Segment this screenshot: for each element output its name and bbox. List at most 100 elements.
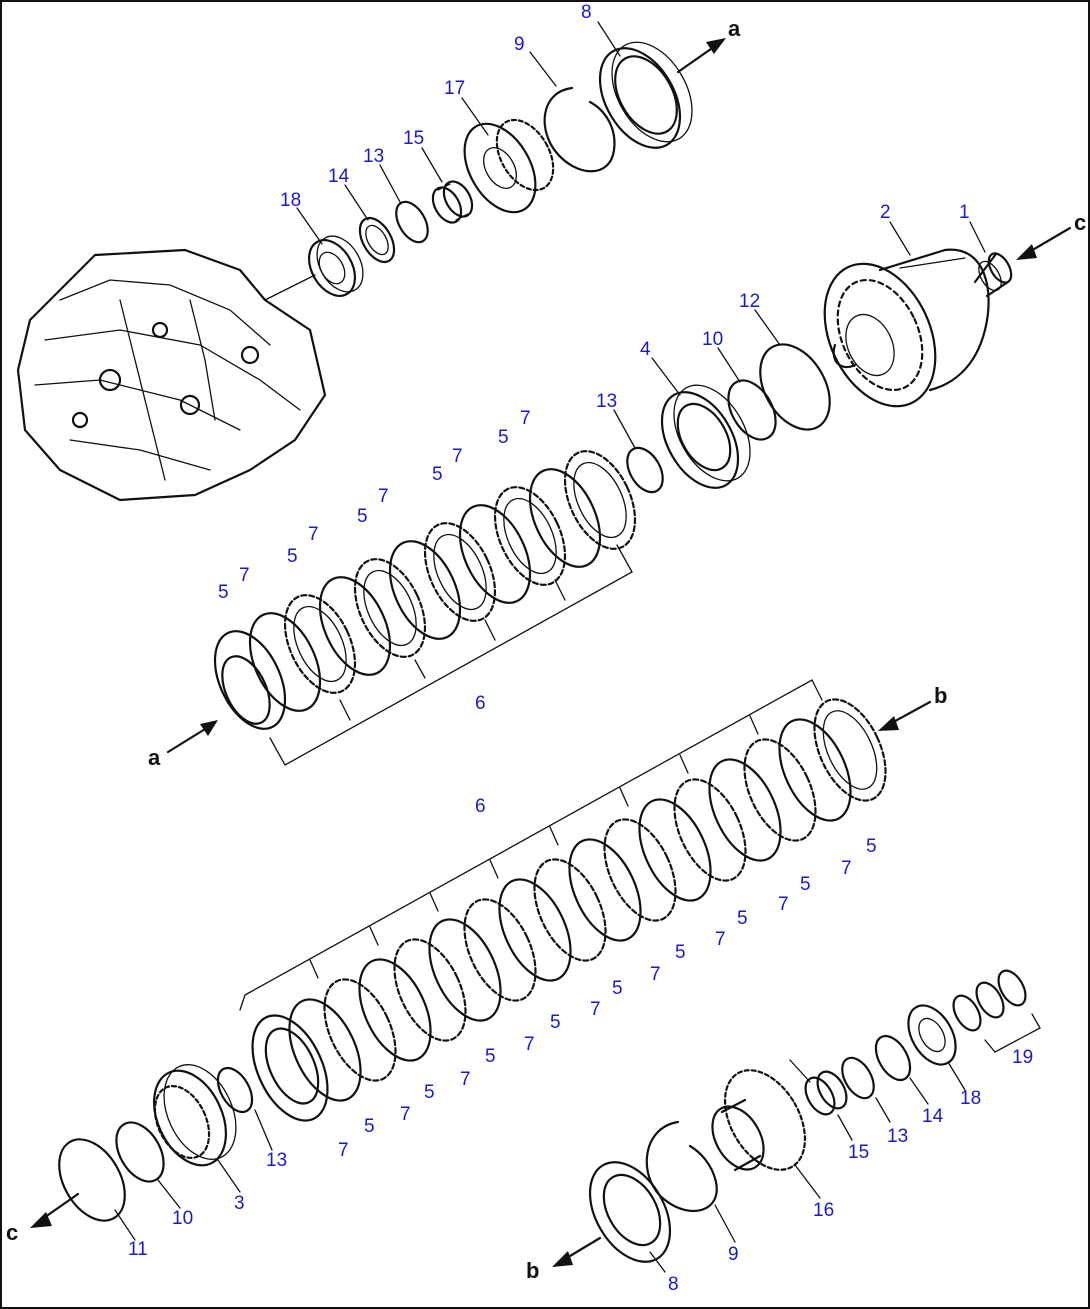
- part-16-gear: [711, 1069, 807, 1172]
- label-7-l2: 7: [778, 894, 789, 915]
- label-7-u3: 7: [378, 486, 389, 507]
- label-13-top: 13: [363, 146, 384, 167]
- label-13-bottom: 13: [266, 1150, 287, 1171]
- part-12-snap-ring: [759, 343, 831, 431]
- part-14-washer: [358, 216, 396, 264]
- label-14-bottom: 14: [922, 1106, 944, 1127]
- part-4-piston: [660, 384, 751, 489]
- label-2: 2: [880, 202, 891, 223]
- part-8-disc-bottom: [588, 1161, 672, 1263]
- label-11: 11: [128, 1239, 148, 1260]
- leader-lines: [114, 21, 986, 1273]
- ref-b-right: b: [934, 683, 947, 708]
- label-15-top: 15: [403, 128, 424, 149]
- label-6-lower: 6: [475, 796, 486, 817]
- label-5-l3: 5: [737, 908, 748, 929]
- label-19: 19: [1012, 1047, 1033, 1068]
- label-12: 12: [739, 291, 760, 312]
- label-7-l8: 7: [400, 1104, 411, 1125]
- ref-arrow-b-right: [878, 700, 932, 731]
- part-19-shims: [952, 969, 1027, 1032]
- label-3: 3: [234, 1193, 245, 1214]
- label-5-l6: 5: [550, 1012, 561, 1033]
- label-7-u1: 7: [520, 408, 531, 429]
- ref-labels: a c a b c b: [6, 16, 1086, 1283]
- part-11-snap-ring: [58, 1138, 126, 1222]
- label-7-l6: 7: [524, 1034, 535, 1055]
- ref-arrow-a-top: [676, 38, 726, 74]
- ref-arrow-c-top: [1016, 226, 1072, 260]
- part-labels: 8 9 17 15 13 14 18 2 1 12 10 4 13 7 5 7 …: [128, 2, 1033, 1295]
- label-10-bottom: 10: [172, 1208, 193, 1229]
- label-13-mid: 13: [596, 391, 617, 412]
- part-3-piston: [153, 1064, 237, 1167]
- label-5-l8: 5: [424, 1082, 435, 1103]
- part-1-shaft: [973, 252, 1013, 298]
- label-8-top: 8: [581, 2, 592, 23]
- housing-leader-line: [264, 274, 316, 301]
- label-1: 1: [959, 202, 970, 223]
- label-18-bottom: 18: [960, 1088, 981, 1109]
- label-9-top: 9: [514, 34, 525, 55]
- label-9-bottom: 9: [728, 1244, 739, 1265]
- part-8-disc-top: [598, 41, 693, 149]
- ref-c-top: c: [1074, 210, 1086, 235]
- label-5-u4: 5: [287, 546, 298, 567]
- part-10-ring-bottom: [115, 1121, 165, 1183]
- bracket-19: [984, 1013, 1041, 1053]
- label-6-upper: 6: [475, 693, 486, 714]
- label-7-u4: 7: [308, 524, 319, 545]
- clutch-pack-lower: [251, 698, 887, 1122]
- label-5-l1: 5: [866, 836, 877, 857]
- clutch-pack-upper: [213, 450, 637, 730]
- label-7-l5: 7: [590, 999, 601, 1020]
- label-5-l7: 5: [485, 1046, 496, 1067]
- label-16: 16: [813, 1200, 834, 1221]
- part-17-gear: [463, 118, 555, 214]
- label-17: 17: [444, 78, 465, 99]
- part-9-snap-ring-bottom: [645, 1120, 718, 1213]
- label-10-top: 10: [702, 329, 723, 350]
- ref-arrow-a-left: [166, 720, 218, 754]
- label-5-u2: 5: [432, 464, 443, 485]
- label-7-l9: 7: [338, 1140, 349, 1161]
- part-14-washer-bottom: [874, 1034, 912, 1082]
- part-2-clutch-drum: [823, 248, 990, 408]
- label-15-bottom: 15: [848, 1142, 869, 1163]
- label-4: 4: [640, 339, 651, 360]
- label-5-u3: 5: [357, 506, 368, 527]
- label-5-l2: 5: [800, 874, 811, 895]
- label-13-right: 13: [887, 1126, 908, 1147]
- label-8-bottom: 8: [668, 1274, 679, 1295]
- ref-arrow-c-left: [30, 1192, 80, 1228]
- part-18-bearing: [307, 235, 364, 297]
- label-7-l3: 7: [715, 929, 726, 950]
- label-14-top: 14: [328, 166, 350, 187]
- label-7-l1: 7: [841, 858, 852, 879]
- label-7-l4: 7: [650, 964, 661, 985]
- ref-c-left: c: [6, 1220, 18, 1245]
- part-13-ring-bottom: [216, 1066, 254, 1114]
- ref-arrow-b-bottom: [552, 1236, 602, 1267]
- part-13-snap-ring: [395, 200, 429, 244]
- ref-a-top: a: [728, 16, 741, 41]
- label-5-l9: 5: [364, 1116, 375, 1137]
- label-5-u5: 5: [218, 582, 229, 603]
- label-5-l4: 5: [675, 942, 686, 963]
- bracket-6-upper: [269, 544, 633, 766]
- label-18-top: 18: [280, 190, 301, 211]
- bracket-6-lower: [239, 679, 823, 1011]
- ref-a-left: a: [148, 745, 161, 770]
- label-7-u2: 7: [452, 446, 463, 467]
- part-13-ring-right: [841, 1056, 875, 1100]
- transmission-housing: [16, 248, 327, 502]
- part-9-snap-ring-top: [543, 86, 616, 173]
- label-7-u5: 7: [239, 565, 250, 586]
- ref-b-bottom: b: [526, 1258, 539, 1283]
- part-15-needle-bearing-bottom: [804, 1070, 848, 1116]
- label-5-l5: 5: [612, 978, 623, 999]
- part-13-ring-mid: [626, 446, 664, 494]
